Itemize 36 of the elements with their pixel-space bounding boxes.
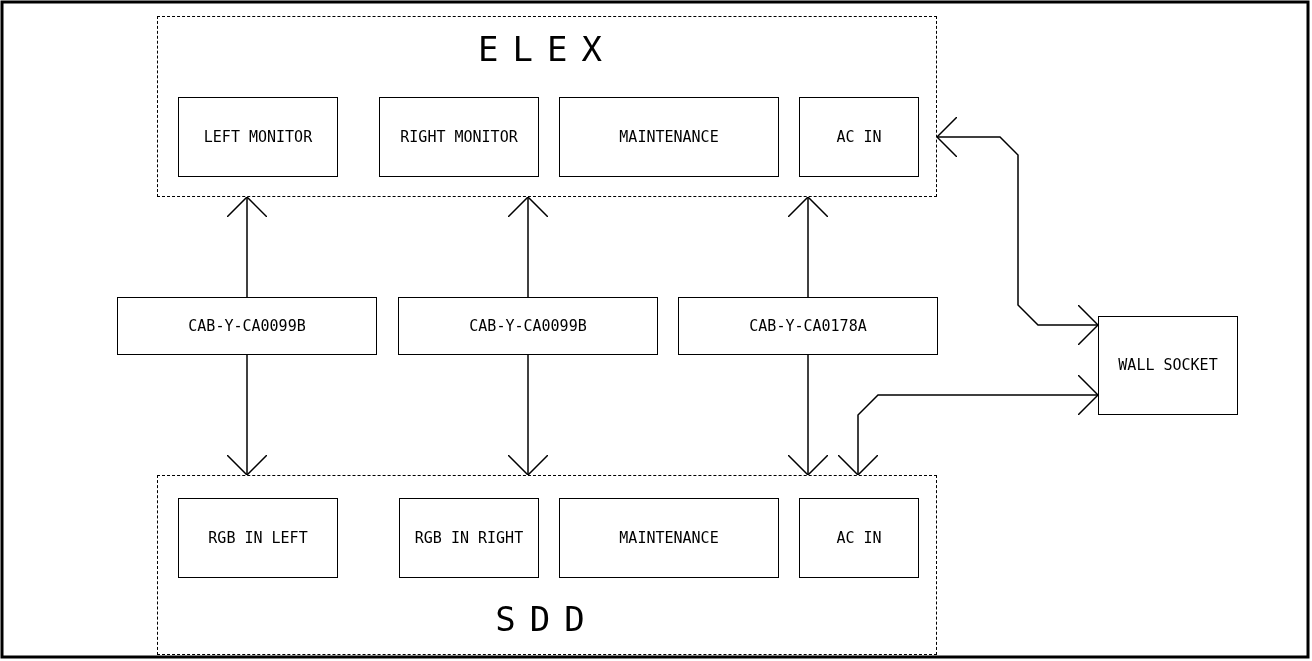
component-box: [559, 97, 779, 177]
component-label: MAINTENANCE: [619, 529, 719, 547]
arrow: [507, 354, 549, 476]
unit-frame: [157, 475, 937, 655]
component-box: [1098, 316, 1238, 415]
component-box: [399, 498, 539, 578]
component-label: RGB IN RIGHT: [414, 529, 524, 547]
component-label: CAB-Y-CA0178A: [749, 317, 867, 335]
component-box: [678, 297, 938, 355]
unit-title: SDD: [495, 599, 599, 639]
component-box: [178, 498, 338, 578]
component-label: RGB IN LEFT: [208, 529, 308, 547]
arrow: [837, 374, 1099, 476]
component-label: AC IN: [836, 128, 882, 146]
component-label: LEFT MONITOR: [203, 128, 313, 146]
unit-title: ELEX: [478, 29, 616, 69]
component-label: AC IN: [836, 529, 882, 547]
component-box: [799, 498, 919, 578]
arrow: [226, 196, 268, 298]
component-box: [178, 97, 338, 177]
component-box: [379, 97, 539, 177]
component-label: CAB-Y-CA0099B: [188, 317, 306, 335]
component-box: [559, 498, 779, 578]
component-label: WALL SOCKET: [1118, 357, 1218, 374]
component-box: [799, 97, 919, 177]
component-box: [398, 297, 658, 355]
unit-frame: [157, 16, 937, 197]
arrow: [507, 196, 549, 298]
arrow: [226, 354, 268, 476]
arrow: [787, 196, 829, 298]
component-box: [117, 297, 377, 355]
component-label: MAINTENANCE: [619, 128, 719, 146]
arrow: [936, 116, 1099, 346]
component-label: RIGHT MONITOR: [400, 128, 518, 146]
arrow: [787, 354, 829, 476]
component-label: CAB-Y-CA0099B: [469, 317, 587, 335]
